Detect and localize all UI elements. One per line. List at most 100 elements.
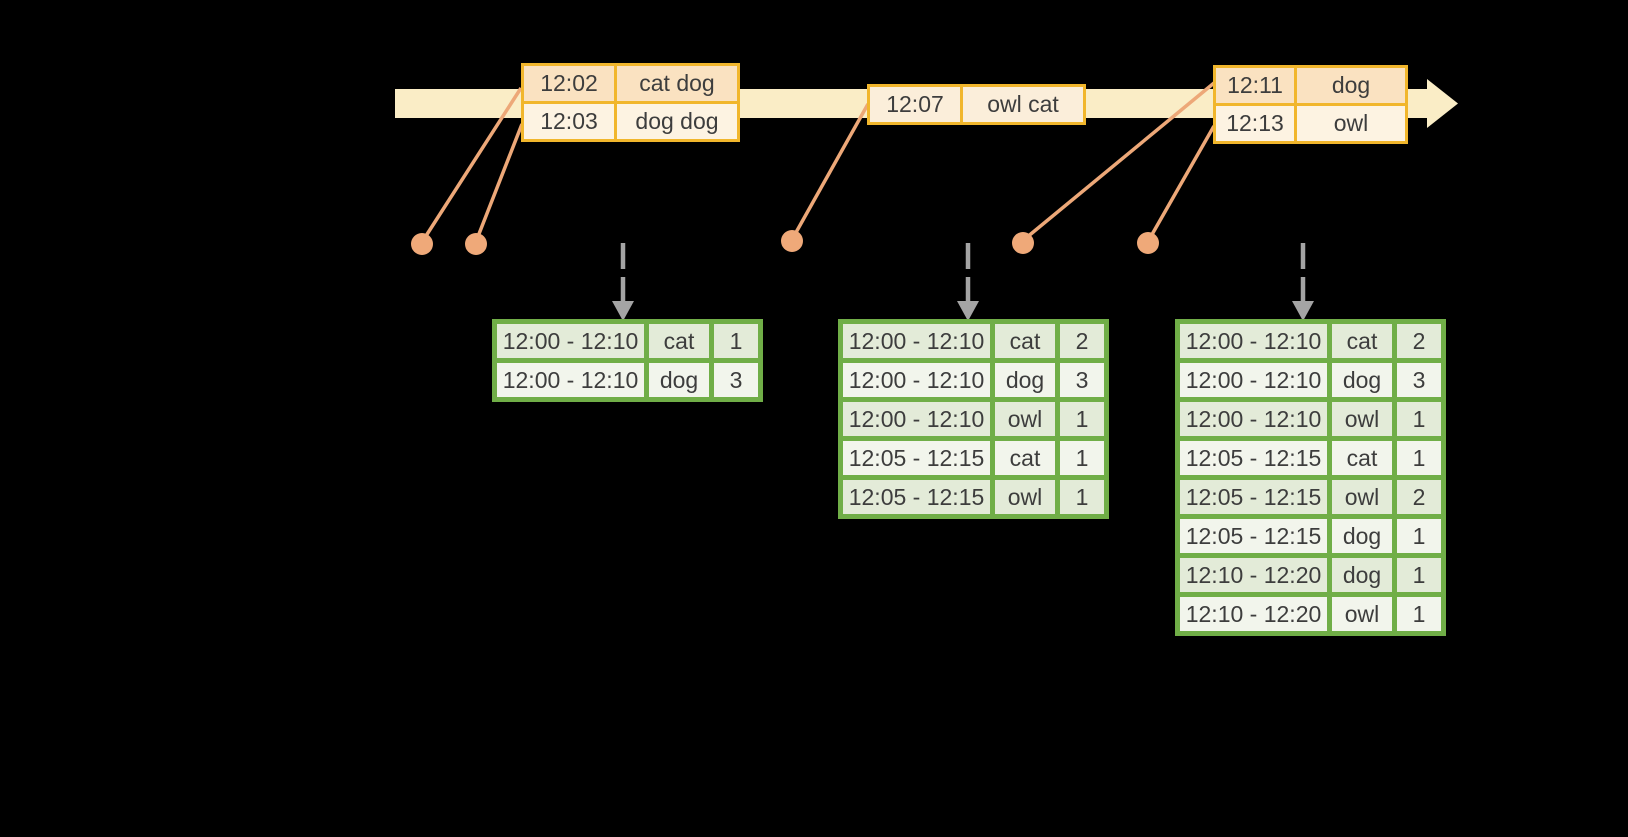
count-cell: 3 <box>1397 363 1441 397</box>
table-row: 12:13 owl <box>1216 106 1405 141</box>
count-cell: 1 <box>1397 441 1441 475</box>
table-row: 12:00 - 12:10 dog 3 <box>843 363 1104 397</box>
event-dot-icon <box>465 233 487 255</box>
event-words: owl cat <box>963 87 1083 122</box>
window-cell: 12:10 - 12:20 <box>1180 558 1327 592</box>
count-cell: 1 <box>1060 480 1104 514</box>
event-time: 12:11 <box>1216 68 1294 103</box>
table-row: 12:00 - 12:10 cat 2 <box>1180 324 1441 358</box>
connector-line <box>475 123 524 240</box>
count-cell: 1 <box>1397 597 1441 631</box>
word-cell: dog <box>649 363 709 397</box>
connector-line <box>1148 125 1216 239</box>
table-row: 12:11 dog <box>1216 68 1405 103</box>
word-cell: dog <box>995 363 1055 397</box>
count-cell: 1 <box>1397 558 1441 592</box>
word-cell: owl <box>1332 402 1392 436</box>
arrow-down-icon <box>1292 301 1314 321</box>
event-table-2-grid: 12:07 owl cat <box>867 84 1086 125</box>
connector-line <box>422 87 523 240</box>
event-dot-icon <box>1137 232 1159 254</box>
count-cell: 1 <box>1397 519 1441 553</box>
window-cell: 12:00 - 12:10 <box>843 363 990 397</box>
count-cell: 2 <box>1397 324 1441 358</box>
result-table-2-grid: 12:00 - 12:10 cat 2 12:00 - 12:10 dog 3 … <box>838 319 1109 519</box>
window-cell: 12:00 - 12:10 <box>843 402 990 436</box>
window-cell: 12:00 - 12:10 <box>1180 402 1327 436</box>
window-cell: 12:05 - 12:15 <box>1180 441 1327 475</box>
event-dot-icon <box>411 233 433 255</box>
count-cell: 2 <box>1060 324 1104 358</box>
table-row: 12:10 - 12:20 owl 1 <box>1180 597 1441 631</box>
result-table-1-grid: 12:00 - 12:10 cat 1 12:00 - 12:10 dog 3 <box>492 319 763 402</box>
arrow-down-icon <box>957 301 979 321</box>
event-time: 12:13 <box>1216 106 1294 141</box>
event-table-1-grid: 12:02 cat dog 12:03 dog dog <box>521 63 740 142</box>
event-dot-icon <box>1012 232 1034 254</box>
event-table-3-grid: 12:11 dog 12:13 owl <box>1213 65 1408 144</box>
table-row: 12:00 - 12:10 cat 1 <box>497 324 758 358</box>
window-cell: 12:00 - 12:10 <box>1180 363 1327 397</box>
event-words: cat dog <box>617 66 737 101</box>
arrow-down-icon <box>612 301 634 321</box>
window-cell: 12:05 - 12:15 <box>843 441 990 475</box>
table-row: 12:10 - 12:20 dog 1 <box>1180 558 1441 592</box>
count-cell: 3 <box>714 363 758 397</box>
connector-line <box>1024 81 1216 240</box>
result-table-2: 12:00 - 12:10 cat 2 12:00 - 12:10 dog 3 … <box>838 319 1109 519</box>
count-cell: 1 <box>1060 441 1104 475</box>
table-row: 12:05 - 12:15 dog 1 <box>1180 519 1441 553</box>
result-table-3: 12:00 - 12:10 cat 2 12:00 - 12:10 dog 3 … <box>1175 319 1446 636</box>
count-cell: 1 <box>1060 402 1104 436</box>
trigger-arrowheads <box>612 301 1314 321</box>
trigger-arrows <box>620 243 1306 303</box>
timeline-arrowhead-icon <box>1427 79 1458 128</box>
table-row: 12:05 - 12:15 cat 1 <box>1180 441 1441 475</box>
word-cell: cat <box>1332 441 1392 475</box>
table-row: 12:00 - 12:10 dog 3 <box>497 363 758 397</box>
table-row: 12:05 - 12:15 owl 1 <box>843 480 1104 514</box>
event-words: dog <box>1297 68 1405 103</box>
event-dot-icon <box>781 230 803 252</box>
word-cell: dog <box>1332 558 1392 592</box>
window-cell: 12:05 - 12:15 <box>1180 519 1327 553</box>
result-table-3-grid: 12:00 - 12:10 cat 2 12:00 - 12:10 dog 3 … <box>1175 319 1446 636</box>
event-dots <box>411 230 1159 255</box>
word-cell: cat <box>995 441 1055 475</box>
window-cell: 12:00 - 12:10 <box>1180 324 1327 358</box>
word-cell: cat <box>1332 324 1392 358</box>
table-row: 12:03 dog dog <box>524 104 737 139</box>
word-cell: owl <box>1332 597 1392 631</box>
word-cell: cat <box>649 324 709 358</box>
event-connectors <box>422 81 1216 240</box>
table-row: 12:00 - 12:10 owl 1 <box>843 402 1104 436</box>
connector-line <box>792 103 870 237</box>
window-cell: 12:00 - 12:10 <box>497 324 644 358</box>
window-cell: 12:00 - 12:10 <box>497 363 644 397</box>
word-cell: owl <box>995 480 1055 514</box>
event-words: dog dog <box>617 104 737 139</box>
table-row: 12:07 owl cat <box>870 87 1083 122</box>
count-cell: 1 <box>714 324 758 358</box>
table-row: 12:05 - 12:15 cat 1 <box>843 441 1104 475</box>
table-row: 12:00 - 12:10 owl 1 <box>1180 402 1441 436</box>
window-cell: 12:00 - 12:10 <box>843 324 990 358</box>
window-cell: 12:05 - 12:15 <box>843 480 990 514</box>
word-cell: owl <box>1332 480 1392 514</box>
table-row: 12:02 cat dog <box>524 66 737 101</box>
count-cell: 1 <box>1397 402 1441 436</box>
event-time: 12:07 <box>870 87 960 122</box>
count-cell: 2 <box>1397 480 1441 514</box>
event-table-3: 12:11 dog 12:13 owl <box>1213 65 1408 144</box>
word-cell: owl <box>995 402 1055 436</box>
word-cell: dog <box>1332 363 1392 397</box>
window-cell: 12:05 - 12:15 <box>1180 480 1327 514</box>
count-cell: 3 <box>1060 363 1104 397</box>
event-table-1: 12:02 cat dog 12:03 dog dog <box>521 63 740 142</box>
event-words: owl <box>1297 106 1405 141</box>
table-row: 12:00 - 12:10 dog 3 <box>1180 363 1441 397</box>
result-table-1: 12:00 - 12:10 cat 1 12:00 - 12:10 dog 3 <box>492 319 763 402</box>
event-table-2: 12:07 owl cat <box>867 84 1086 125</box>
word-cell: dog <box>1332 519 1392 553</box>
